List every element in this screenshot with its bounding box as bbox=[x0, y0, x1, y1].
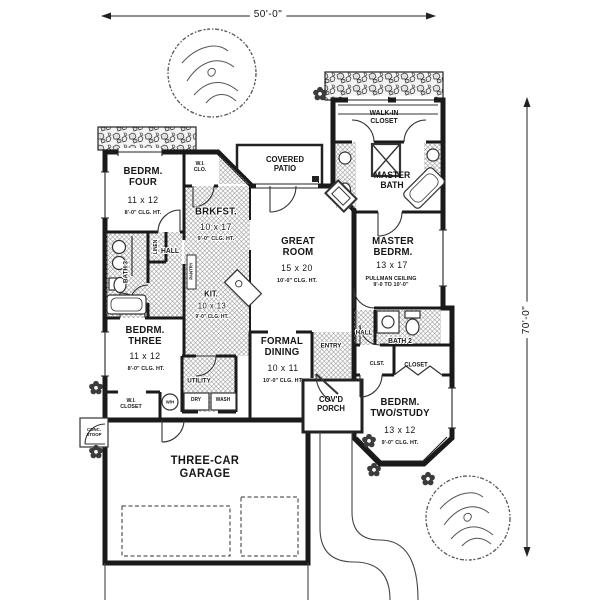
porch-structure bbox=[301, 378, 364, 434]
doors bbox=[84, 119, 427, 445]
room-note-formal-dining: 10'-0" CLG. HT. bbox=[263, 377, 303, 384]
label-washer: WASH bbox=[215, 397, 231, 404]
room-label-master-bedrm: MASTER BEDRM. bbox=[372, 235, 414, 258]
label-pantry: PANTRY bbox=[188, 262, 194, 280]
tree-icon bbox=[425, 475, 511, 561]
room-note-bedrm-two: 9'-0" CLG. HT. bbox=[381, 439, 419, 446]
room-label-formal-dining: FORMAL DINING bbox=[260, 335, 304, 358]
label-clst: CLST. bbox=[369, 360, 385, 367]
label-utility: UTILITY bbox=[187, 377, 211, 385]
room-note-master-bedrm: PULLMAN CEILING 9'-0 TO 10'-0" bbox=[365, 275, 417, 288]
room-label-bedrm-four: BEDRM. FOUR bbox=[123, 165, 163, 188]
planter-bed bbox=[324, 71, 444, 101]
room-size-great-room: 15 x 20 bbox=[281, 262, 313, 273]
room-note-bedrm-four: 8'-0" CLG. HT. bbox=[124, 209, 162, 216]
room-size-bedrm-four: 11 x 12 bbox=[127, 194, 159, 205]
label-walkin-closet: WALK-IN CLOSET bbox=[369, 110, 399, 125]
room-label-bedrm-three: BEDRM. THREE bbox=[125, 324, 165, 347]
label-wi-clo: W.I. CLO. bbox=[193, 160, 207, 173]
room-note-bedrm-three: 8'-0" CLG. HT. bbox=[127, 365, 165, 372]
label-covd-porch: COV'D PORCH bbox=[317, 395, 345, 413]
label-entry: ENTRY bbox=[320, 342, 342, 350]
label-hall-right: HALL bbox=[355, 329, 373, 337]
room-label-garage: THREE-CAR GARAGE bbox=[170, 455, 240, 480]
windows bbox=[101, 96, 456, 462]
label-closet: CLOSET bbox=[404, 362, 428, 369]
room-size-kit: 10 x 13 bbox=[197, 301, 227, 311]
planter-bed bbox=[97, 126, 197, 151]
room-size-bedrm-three: 11 x 12 bbox=[129, 350, 161, 361]
room-label-kit: KIT. bbox=[204, 289, 218, 299]
label-linen: LINEN bbox=[153, 239, 160, 255]
room-size-bedrm-two: 13 x 12 bbox=[384, 424, 416, 435]
driveway-walkway bbox=[104, 432, 419, 600]
room-note-kit: 9'-0" CLG. HT. bbox=[195, 314, 229, 321]
label-conc-stoop: CONC. STOOP bbox=[86, 426, 102, 437]
room-label-brkfst: BRKFST. bbox=[195, 206, 237, 218]
label-bath2: BATH 2 bbox=[388, 338, 412, 346]
label-wi-closet: W.I. CLOSET bbox=[120, 397, 142, 410]
closet-details bbox=[338, 104, 443, 376]
label-hall-left: HALL bbox=[161, 248, 179, 256]
interior-walls bbox=[105, 140, 452, 420]
room-label-great-room: GREAT ROOM bbox=[281, 235, 315, 258]
garage-doors bbox=[121, 496, 299, 557]
label-dryer: DRY bbox=[191, 397, 201, 404]
label-covered-patio: COVERED PATIO bbox=[266, 155, 304, 173]
room-label-bedrm-two: BEDRM. TWO/STUDY bbox=[370, 396, 430, 419]
label-water-heater: W/H bbox=[165, 399, 175, 405]
room-note-great-room: 10'-0" CLG. HT. bbox=[277, 277, 317, 284]
room-size-master-bedrm: 13 x 17 bbox=[376, 259, 408, 270]
room-size-formal-dining: 10 x 11 bbox=[267, 362, 299, 373]
fixtures bbox=[106, 142, 445, 411]
dimension-depth-label: 70'-0" bbox=[520, 301, 533, 339]
tree-icon bbox=[167, 28, 257, 118]
label-bath3: BATH 3 bbox=[122, 260, 130, 284]
room-note-brkfst: 9'-0" CLG. HT. bbox=[197, 235, 235, 242]
dimension-width-label: 50'-0" bbox=[249, 8, 287, 21]
room-size-brkfst: 10 x 17 bbox=[200, 221, 232, 232]
label-master-bath: MASTER BATH bbox=[373, 169, 411, 190]
